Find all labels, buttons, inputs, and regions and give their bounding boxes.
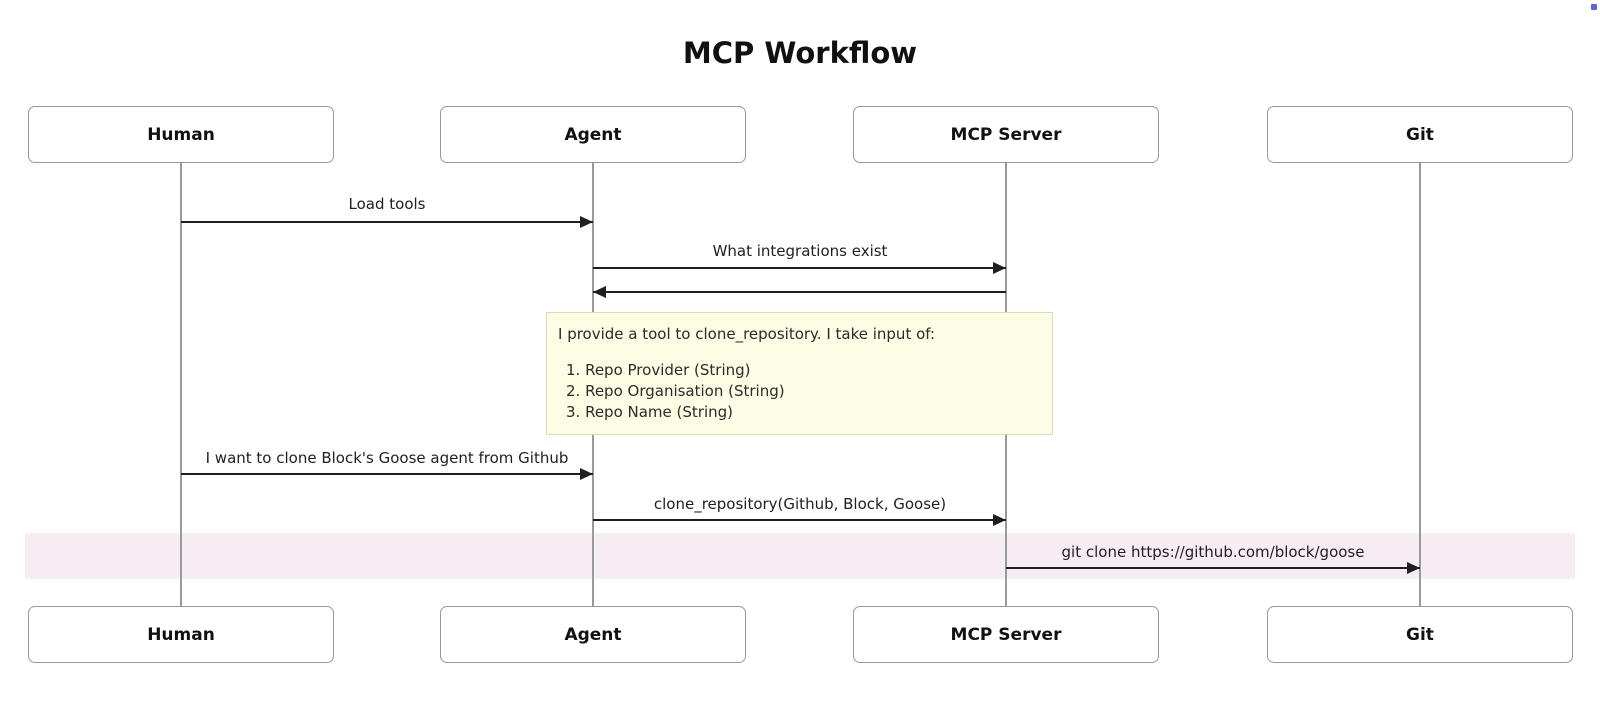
- message-label-clone-repository: clone_repository(Github, Block, Goose): [653, 495, 947, 513]
- participant-label: Agent: [564, 624, 622, 645]
- message-line: [181, 221, 593, 223]
- participant-bottom-agent: Agent: [440, 606, 746, 663]
- arrowhead-right-icon: [580, 216, 593, 228]
- participant-label: Agent: [564, 124, 622, 145]
- highlight-band: [25, 533, 1575, 579]
- participant-top-human: Human: [28, 106, 334, 163]
- participant-label: Human: [147, 624, 215, 645]
- participant-bottom-mcp-server: MCP Server: [853, 606, 1159, 663]
- message-line: [593, 291, 1006, 293]
- message-line: [593, 519, 1006, 521]
- arrowhead-right-icon: [993, 514, 1006, 526]
- message-label-git-clone: git clone https://github.com/block/goose: [1061, 543, 1365, 561]
- participant-label: MCP Server: [950, 624, 1062, 645]
- participant-label: Git: [1406, 124, 1434, 145]
- arrowhead-right-icon: [580, 468, 593, 480]
- arrowhead-right-icon: [993, 262, 1006, 274]
- message-label-clone-request: I want to clone Block's Goose agent from…: [205, 449, 569, 467]
- participant-label: MCP Server: [950, 124, 1062, 145]
- participant-top-mcp-server: MCP Server: [853, 106, 1159, 163]
- participant-bottom-human: Human: [28, 606, 334, 663]
- message-line: [181, 473, 593, 475]
- lifeline-git: [1419, 163, 1421, 606]
- participant-label: Git: [1406, 624, 1434, 645]
- participant-label: Human: [147, 124, 215, 145]
- arrowhead-right-icon: [1407, 562, 1420, 574]
- note-box: I provide a tool to clone_repository. I …: [546, 312, 1053, 435]
- message-label-what-integrations: What integrations exist: [712, 242, 888, 260]
- note-item: 3. Repo Name (String): [566, 403, 734, 421]
- diagram-title: MCP Workflow: [682, 36, 918, 70]
- message-line: [593, 267, 1006, 269]
- note-item: 1. Repo Provider (String): [566, 361, 751, 379]
- participant-bottom-git: Git: [1267, 606, 1573, 663]
- message-label-load-tools: Load tools: [348, 195, 426, 213]
- message-line: [1006, 567, 1420, 569]
- lifeline-human: [180, 163, 182, 606]
- participant-top-git: Git: [1267, 106, 1573, 163]
- note-intro: I provide a tool to clone_repository. I …: [558, 325, 936, 343]
- participant-top-agent: Agent: [440, 106, 746, 163]
- note-list: 1. Repo Provider (String) 2. Repo Organi…: [558, 360, 1040, 423]
- decorative-dot: [1591, 4, 1597, 10]
- arrowhead-left-icon: [593, 286, 606, 298]
- note-item: 2. Repo Organisation (String): [566, 382, 785, 400]
